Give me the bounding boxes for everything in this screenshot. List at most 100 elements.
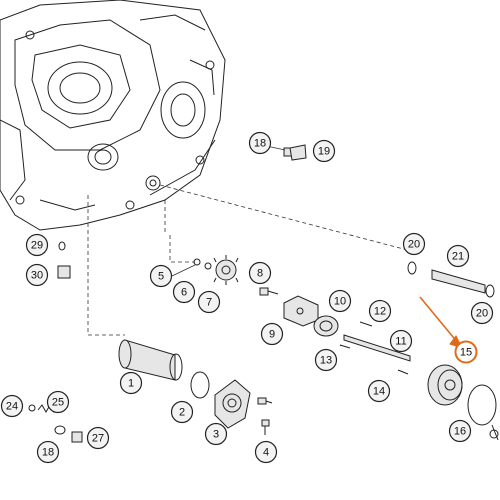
callout-label: 20 (408, 239, 420, 251)
callout-label: 14 (373, 386, 385, 398)
callout-label: 20 (476, 308, 488, 320)
callout-label: 6 (181, 287, 187, 299)
callout-circle (454, 340, 478, 364)
callout-15: 15 (454, 340, 478, 364)
callout-3: 3 (204, 422, 228, 446)
callout-circle (248, 131, 272, 155)
callout-label: 3 (213, 429, 219, 441)
callout-label: 19 (318, 146, 330, 158)
callout-label: 4 (263, 447, 269, 459)
part-fitting-19 (289, 144, 307, 161)
callout-circle (389, 329, 413, 353)
callout-29: 29 (25, 233, 49, 257)
part-shaft-11 (343, 334, 411, 362)
callout-label: 5 (158, 271, 164, 283)
callout-label: 18 (42, 447, 54, 459)
part-oring-20-lower (485, 284, 495, 298)
callout-label: 12 (374, 306, 386, 318)
part-cover-9 (283, 295, 319, 327)
callout-label: 7 (206, 297, 212, 309)
part-oring-16 (467, 384, 497, 426)
part-pin-13 (339, 344, 351, 349)
callout-1: 1 (119, 371, 143, 395)
callout-circle (260, 322, 284, 346)
callout-11: 11 (389, 329, 413, 353)
callout-circle (402, 232, 426, 256)
callout-circle (446, 244, 470, 268)
part-plug-30 (57, 265, 71, 279)
callout-label: 24 (6, 401, 18, 413)
callout-label: 29 (31, 240, 43, 252)
callout-label: 15 (460, 347, 472, 359)
callout-circle (172, 280, 196, 304)
callout-18: 18 (36, 440, 60, 464)
part-pin-14 (397, 369, 409, 375)
callout-13: 13 (314, 348, 338, 372)
callout-circle (314, 348, 338, 372)
callout-circle (119, 371, 143, 395)
callout-7: 7 (197, 290, 221, 314)
part-gear-5 (213, 255, 239, 285)
callout-circle (25, 233, 49, 257)
part-cover-3 (214, 379, 251, 429)
callout-19: 19 (312, 139, 336, 163)
callout-label: 8 (257, 268, 263, 280)
callout-4: 4 (254, 440, 278, 464)
callout-circle (86, 426, 110, 450)
highlight-arrow (419, 296, 463, 349)
callout-2: 2 (170, 400, 194, 424)
callout-27: 27 (86, 426, 110, 450)
callout-8: 8 (248, 261, 272, 285)
callout-label: 16 (454, 426, 466, 438)
callout-circle (149, 264, 173, 288)
part-bolt-8 (259, 287, 279, 296)
callout-25: 25 (46, 390, 70, 414)
callout-circle (328, 289, 352, 313)
callout-30: 30 (25, 263, 49, 287)
callout-circle (36, 440, 60, 464)
callout-9: 9 (260, 322, 284, 346)
part-oring-29 (58, 241, 66, 251)
callout-circle (170, 400, 194, 424)
callout-24: 24 (0, 394, 24, 418)
callout-label: 18 (254, 138, 266, 150)
callout-20: 20 (470, 301, 494, 325)
part-bolt-4-upper (257, 397, 273, 405)
part-pin-12 (359, 321, 373, 327)
callout-circle (254, 440, 278, 464)
callout-label: 13 (320, 355, 332, 367)
callout-circle (0, 394, 24, 418)
callout-circle (46, 390, 70, 414)
callout-circle (25, 263, 49, 287)
part-ball-24 (28, 404, 36, 412)
callout-10: 10 (328, 289, 352, 313)
callout-label: 2 (179, 407, 185, 419)
callout-21: 21 (446, 244, 470, 268)
callout-label: 21 (452, 251, 464, 263)
part-bolt-4-lower (261, 419, 270, 435)
callout-circle (448, 419, 472, 443)
callout-12: 12 (368, 299, 392, 323)
assembly-dashed-lines (87, 184, 416, 336)
part-shaft-21 (431, 269, 486, 294)
callout-label: 9 (269, 329, 275, 341)
callout-circle (312, 139, 336, 163)
callout-circle (248, 261, 272, 285)
callout-14: 14 (367, 379, 391, 403)
callout-label: 27 (92, 433, 104, 445)
callout-6: 6 (172, 280, 196, 304)
callout-16: 16 (448, 419, 472, 443)
part-plug-27 (71, 431, 83, 443)
part-oring-2 (190, 371, 210, 399)
part-rotor-15 (427, 364, 463, 406)
callout-18: 18 (248, 131, 272, 155)
callout-5: 5 (149, 264, 173, 288)
callout-circle (368, 299, 392, 323)
callout-circle (204, 422, 228, 446)
part-oring-20-upper (407, 261, 417, 275)
callout-label: 11 (395, 336, 406, 348)
callout-label: 10 (334, 296, 346, 308)
callout-label: 30 (31, 270, 43, 282)
